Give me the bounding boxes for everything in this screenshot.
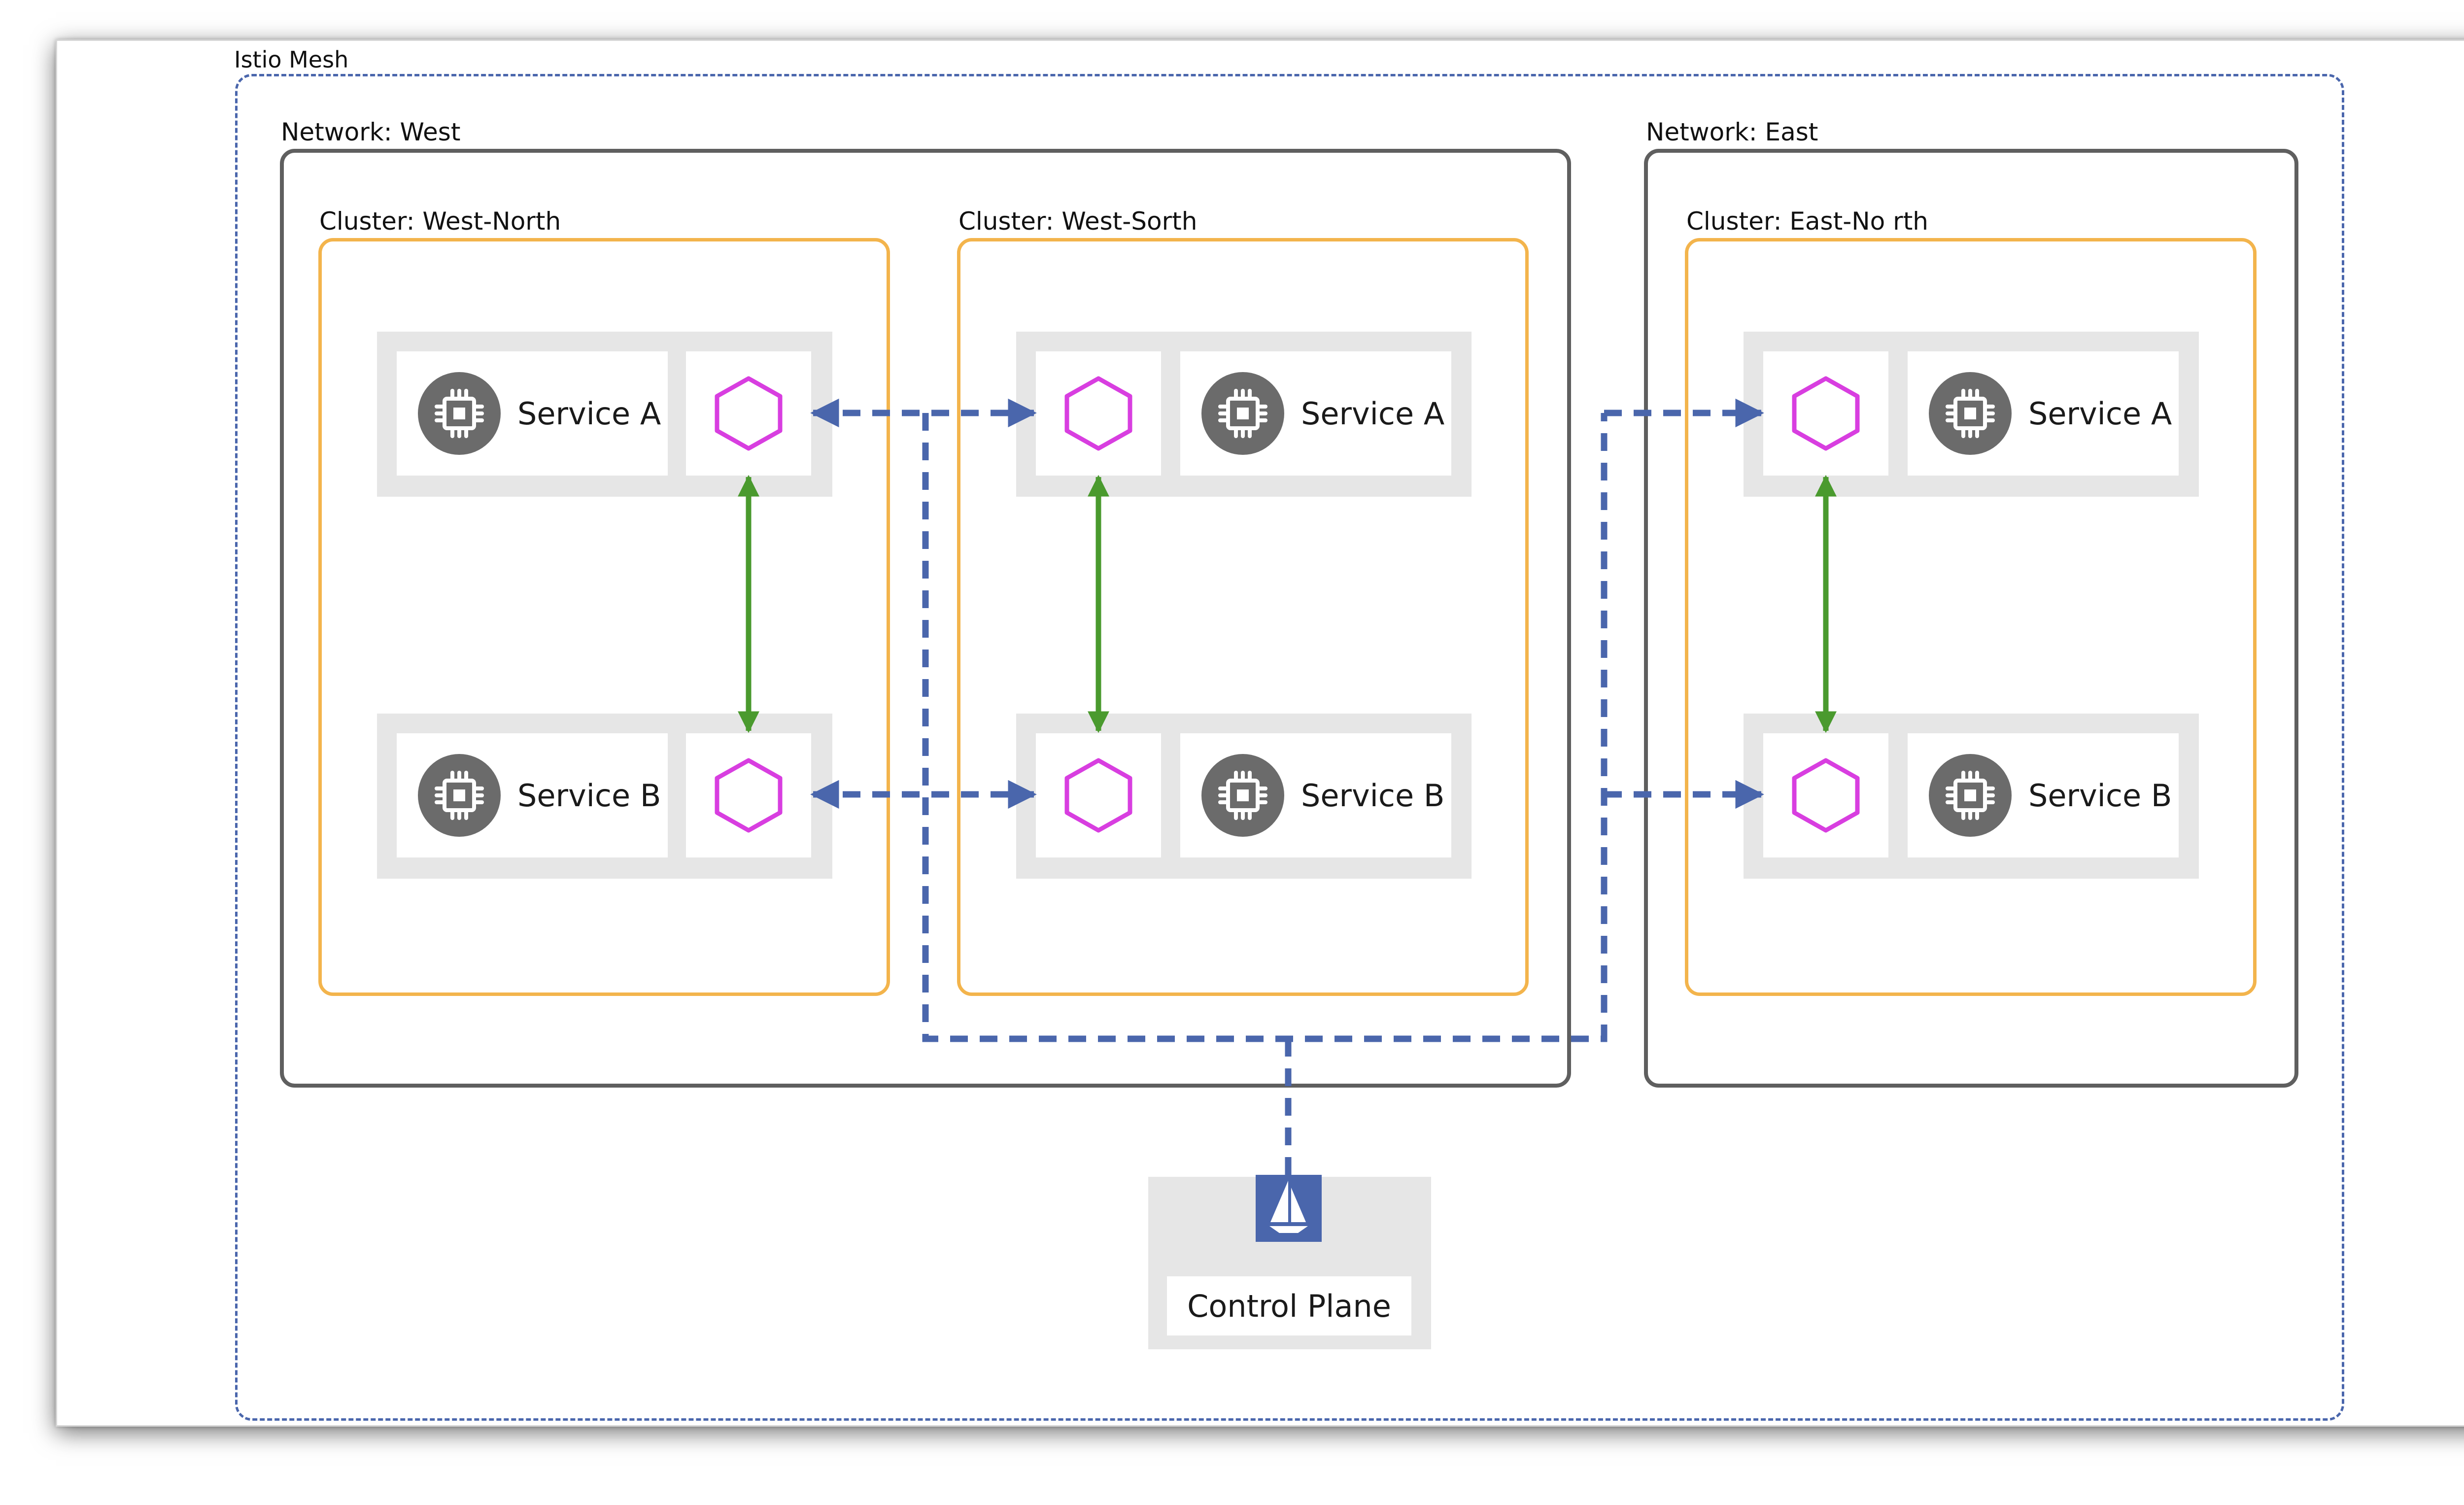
service-card[interactable]: Service B <box>397 733 668 857</box>
istio-sail-icon <box>1256 1175 1322 1242</box>
sidecar-proxy[interactable] <box>1763 351 1888 476</box>
cluster-east-north-label: Cluster: East-No rth <box>1686 207 1928 236</box>
service-card[interactable]: Service A <box>1180 351 1451 476</box>
service-label: Service B <box>517 778 661 814</box>
hexagon-proxy-icon <box>715 376 783 451</box>
service-label: Service A <box>517 396 661 432</box>
istio-mesh-boundary <box>235 74 2344 1421</box>
hexagon-proxy-icon <box>1064 376 1132 451</box>
service-card[interactable]: Service A <box>397 351 668 476</box>
hexagon-proxy-icon <box>1792 376 1860 451</box>
control-plane-label: Control Plane <box>1187 1288 1391 1324</box>
cluster-east-north <box>1685 238 2257 996</box>
mesh-label: Istio Mesh <box>234 46 349 73</box>
hexagon-proxy-icon <box>715 758 783 833</box>
service-label: Service A <box>2028 396 2172 432</box>
service-label: Service B <box>2028 778 2172 814</box>
service-card[interactable]: Service B <box>1908 733 2179 857</box>
control-plane-bus <box>922 413 1608 1042</box>
sidecar-proxy[interactable] <box>1763 733 1888 857</box>
service-label: Service B <box>1301 778 1445 814</box>
cluster-west-north-label: Cluster: West-North <box>319 207 561 236</box>
sidecar-proxy[interactable] <box>1036 351 1161 476</box>
cluster-west-south <box>957 238 1529 996</box>
sidecar-proxy[interactable] <box>686 733 811 857</box>
microchip-icon <box>418 754 501 837</box>
sidecar-proxy[interactable] <box>1036 733 1161 857</box>
control-plane-card[interactable]: Control Plane <box>1167 1276 1411 1335</box>
sidecar-proxy[interactable] <box>686 351 811 476</box>
microchip-icon <box>1201 754 1284 837</box>
hexagon-proxy-icon <box>1792 758 1860 833</box>
microchip-icon <box>418 372 501 455</box>
service-card[interactable]: Service A <box>1908 351 2179 476</box>
network-east-label: Network: East <box>1646 118 1818 146</box>
service-card[interactable]: Service B <box>1180 733 1451 857</box>
microchip-icon <box>1929 754 2012 837</box>
microchip-icon <box>1201 372 1284 455</box>
network-east <box>1644 149 2298 1088</box>
network-west <box>280 149 1571 1088</box>
network-west-label: Network: West <box>281 118 461 146</box>
service-label: Service A <box>1301 396 1445 432</box>
cluster-west-south-label: Cluster: West-Sorth <box>958 207 1198 236</box>
microchip-icon <box>1929 372 2012 455</box>
hexagon-proxy-icon <box>1064 758 1132 833</box>
cluster-west-north <box>318 238 890 996</box>
